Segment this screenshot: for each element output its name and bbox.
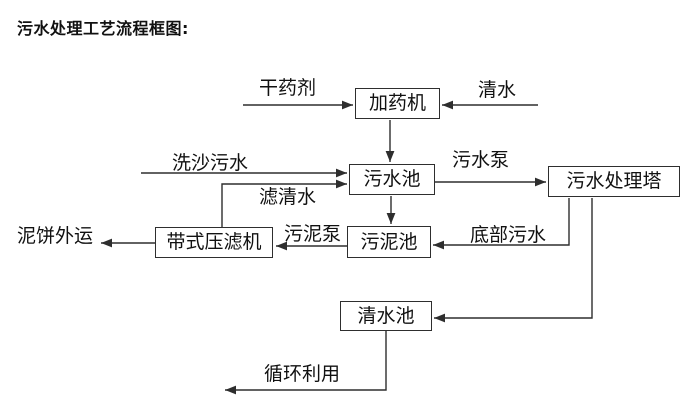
edge-label-bottom-sewage: 底部污水 <box>470 224 547 246</box>
node-sludge-pool-label: 污泥池 <box>360 230 418 253</box>
edge-label-filtered-water: 滤清水 <box>259 186 317 208</box>
node-sewage-pool-label: 污水池 <box>363 168 421 190</box>
diagram-title: 污水处理工艺流程框图: <box>17 19 189 38</box>
arrow-bottom-sewage-tower-to-sludge-pool <box>433 198 570 250</box>
node-dosing-machine: 加药机 <box>355 88 440 119</box>
node-sewage-treatment-tower: 污水处理塔 <box>548 166 680 197</box>
node-belt-filter-press: 带式压滤机 <box>155 227 273 258</box>
node-sewage-treatment-tower-label: 污水处理塔 <box>566 170 662 192</box>
edge-label-recycling: 循环利用 <box>264 363 341 385</box>
edge-label-sand-washing-sewage: 洗沙污水 <box>172 152 249 174</box>
node-dosing-machine-label: 加药机 <box>368 92 426 114</box>
edge-label-dry-agent: 干药剂 <box>259 77 317 99</box>
node-sludge-pool: 污泥池 <box>347 226 431 258</box>
arrow-tower-to-clear-water-pool <box>434 198 593 323</box>
node-sewage-pool: 污水池 <box>349 164 435 195</box>
edge-label-mud-cake-out: 泥饼外运 <box>17 225 94 247</box>
arrow-clear-water-pool-to-recycling <box>225 331 387 395</box>
edge-label-sewage-pump: 污水泵 <box>452 149 510 171</box>
node-belt-filter-press-label: 带式压滤机 <box>166 231 262 253</box>
edge-label-clear-water: 清水 <box>478 79 517 101</box>
arrow-filtered-water-press-to-sewage-pool <box>221 179 347 227</box>
node-clear-water-pool-label: 清水池 <box>357 304 415 327</box>
node-clear-water-pool: 清水池 <box>340 301 432 331</box>
edge-label-sludge-pump: 污泥泵 <box>284 223 342 245</box>
